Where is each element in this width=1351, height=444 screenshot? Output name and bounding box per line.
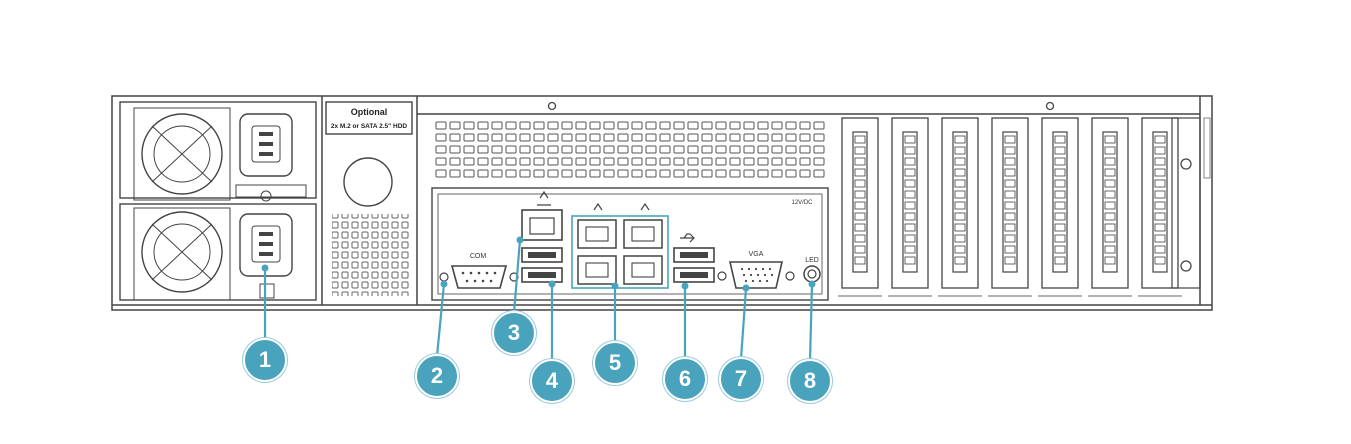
- callout-badge-6: 6: [663, 357, 707, 401]
- com-port: COM: [439, 253, 519, 289]
- serial-connector-icon: [439, 265, 519, 289]
- expansion-slot: [1088, 117, 1132, 297]
- ethernet-port-icon: [623, 219, 663, 249]
- vga-port: VGA: [717, 251, 795, 289]
- callout-leader-line: [435, 283, 446, 357]
- callout-badge-3: 3: [492, 311, 536, 355]
- ethernet-port-icon: [577, 255, 617, 285]
- callout-anchor-dot: [516, 236, 524, 244]
- com-label: COM: [470, 253, 487, 260]
- optional-bay-title: Optional: [351, 107, 388, 117]
- lan-highlight-box: [571, 215, 669, 289]
- usb-stack-left: [521, 247, 563, 283]
- led-icon: [803, 265, 821, 283]
- callout-badge-7: 7: [719, 357, 763, 401]
- right-mounting-ear: [1171, 117, 1211, 289]
- vga-connector-icon: [717, 261, 795, 289]
- ethernet-port-icon: [577, 219, 617, 249]
- ethernet-port-icon: [623, 255, 663, 285]
- ethernet-port-icon: [521, 190, 563, 241]
- callout-anchor-dot: [611, 282, 619, 290]
- usb-icon: [680, 233, 695, 243]
- status-led: LED: [803, 257, 821, 283]
- callout-anchor-dot: [742, 284, 750, 292]
- callout-badge-1: 1: [243, 338, 287, 382]
- optional-drive-bay: Optional 2x M.2 or SATA 2.5" HDD: [325, 101, 413, 296]
- callout-leader-line: [512, 239, 522, 314]
- callout-leader-line: [739, 287, 748, 360]
- io-shield: [431, 187, 829, 301]
- expansion-slot: [1038, 117, 1082, 297]
- callout-leader-lines: [261, 236, 816, 362]
- expansion-slot: [838, 117, 882, 297]
- power-supply-fan-icon: [133, 107, 231, 201]
- callout-anchor-dot: [548, 280, 556, 288]
- top-vent-mesh: [434, 120, 826, 178]
- callout-anchor-dot: [261, 264, 269, 272]
- expansion-slot: [888, 117, 932, 297]
- vga-label: VGA: [749, 251, 764, 258]
- power-supply-upper: [119, 101, 317, 202]
- led-label: LED: [805, 257, 819, 264]
- callout-anchor-dot: [681, 282, 689, 290]
- dc-label: 12V/DC: [791, 200, 813, 206]
- usb-port-pair: [673, 233, 715, 283]
- expansion-slot: [988, 117, 1032, 297]
- callout-anchor-dot: [440, 280, 448, 288]
- callout-anchor-dot: [808, 280, 816, 288]
- callout-badge-8: 8: [788, 359, 832, 403]
- callout-badge-5: 5: [593, 341, 637, 385]
- expansion-slot: [938, 117, 982, 297]
- quad-lan-ports: [571, 202, 669, 289]
- power-supply-fan-icon: [133, 207, 231, 301]
- expansion-slots: [838, 117, 1182, 297]
- ac-inlet-icon: [239, 113, 293, 177]
- callout-leader-line: [808, 283, 814, 362]
- optional-bay-subtitle: 2x M.2 or SATA 2.5" HDD: [331, 123, 408, 130]
- callout-badge-4: 4: [530, 359, 574, 403]
- callout-badge-2: 2: [415, 354, 459, 398]
- expansion-slot: [1138, 117, 1182, 297]
- management-lan-port: [521, 190, 563, 241]
- power-supply-lower: [119, 203, 317, 301]
